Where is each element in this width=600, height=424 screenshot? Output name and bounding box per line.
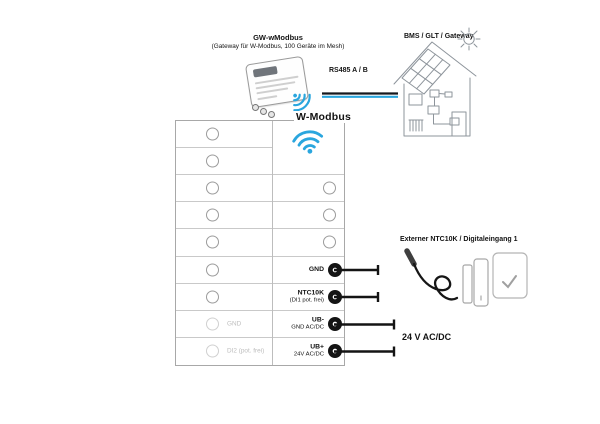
terminal-row (176, 175, 272, 203)
terminal-row (273, 229, 344, 257)
terminal-sublabel: (DI1 pot. frei) (289, 297, 324, 304)
terminal-hole-icon (206, 263, 219, 277)
gnd-wire (334, 265, 380, 275)
terminal-hole-icon (206, 154, 219, 168)
terminal-row (176, 148, 272, 176)
external-sensors (404, 248, 528, 307)
wifi-icon (293, 93, 311, 112)
external-sensors-label: Externer NTC10K / Digitaleingang 1 (400, 236, 518, 243)
sun-icon (457, 27, 481, 51)
terminal-block: GND DI2 (pot. frei) GND (175, 120, 345, 366)
wifi-icon (292, 130, 324, 154)
ub-plus-wire (334, 346, 396, 357)
terminal-column-right: GND NTC10K (DI1 pot. frei) UB- GND AC/DC (273, 121, 344, 365)
terminal-hole-icon (206, 290, 219, 304)
door-contact-icon (462, 258, 489, 307)
terminal-label: GND (308, 265, 324, 273)
terminal-sublabel: 24V AC/DC (293, 351, 324, 358)
terminal-hole-icon (206, 235, 219, 249)
terminal-hole-icon (206, 181, 219, 195)
gateway-title: GW-wModbus (253, 33, 303, 42)
power-label: 24 V AC/DC (402, 332, 452, 342)
terminal-row (176, 284, 272, 311)
cable-gland-icon (252, 104, 259, 111)
ub-minus-wire (334, 319, 396, 330)
gateway-caption: GW-wModbus (Gateway für W-Modbus, 100 Ge… (168, 33, 388, 50)
terminal-label: NTC10K (297, 289, 324, 297)
terminal-hole-icon (323, 208, 336, 222)
wmodbus-label: W-Modbus (294, 111, 354, 123)
terminal-label: GND (227, 320, 242, 328)
terminal-row (176, 202, 272, 230)
rs485-label: RS485 A / B (329, 67, 368, 74)
terminal-label: UB- (311, 316, 324, 324)
terminal-row-di2: DI2 (pot. frei) (176, 338, 272, 365)
terminal-row (273, 202, 344, 230)
terminal-hole-icon (206, 127, 219, 141)
hvac-devices (408, 89, 460, 132)
ntc10k-wire (334, 292, 380, 302)
terminal-row-gnd-left: GND (176, 311, 272, 338)
terminal-label: DI2 (pot. frei) (227, 347, 265, 355)
terminal-hole-icon (323, 235, 336, 249)
building-illustration (393, 27, 481, 137)
room-sensor-icon (492, 252, 528, 299)
gateway-device (244, 55, 318, 125)
wmodbus-cell (273, 121, 344, 176)
terminal-hole-icon (206, 344, 219, 358)
terminal-row (273, 175, 344, 203)
terminal-row (176, 257, 272, 284)
terminal-column-left: GND DI2 (pot. frei) (176, 121, 273, 365)
gateway-subtitle: (Gateway für W-Modbus, 100 Geräte im Mes… (211, 43, 345, 50)
solar-panel-icon (401, 48, 451, 95)
terminal-row (176, 229, 272, 257)
cable-gland-icon (260, 108, 267, 115)
cable-gland-icon (268, 111, 275, 118)
terminal-hole-icon (206, 317, 219, 331)
ntc-probe-icon (404, 248, 459, 301)
terminal-hole-icon (323, 181, 336, 195)
house-outline (393, 41, 477, 137)
terminal-row (176, 121, 272, 149)
terminal-label: UB+ (310, 344, 324, 352)
terminal-sublabel: GND AC/DC (291, 324, 324, 331)
bms-label: BMS / GLT / Gateway (404, 33, 474, 40)
terminal-hole-icon (206, 208, 219, 222)
